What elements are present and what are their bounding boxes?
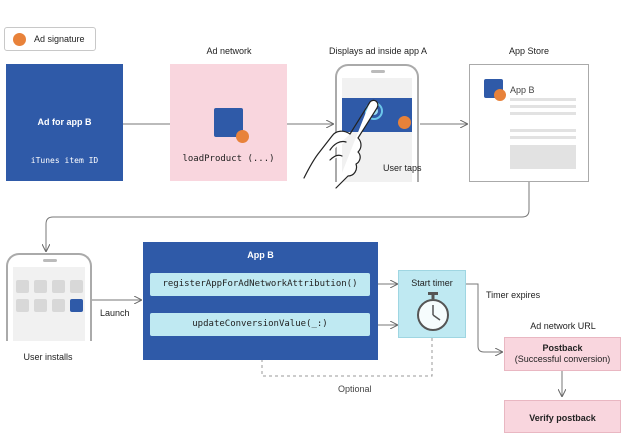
app-store-caption: App Store bbox=[508, 46, 550, 56]
phone-notch bbox=[371, 70, 385, 73]
arrow-timer-expires bbox=[466, 283, 502, 352]
itunes-item-id: iTunes item ID bbox=[30, 156, 99, 165]
app-b-tile[interactable] bbox=[70, 299, 83, 312]
placeholder-block bbox=[510, 145, 576, 169]
ad-for-app-b-box: Ad for app B iTunes item ID bbox=[6, 64, 123, 181]
app-store-page: App B bbox=[469, 64, 589, 182]
postback-subtitle: (Successful conversion) bbox=[514, 354, 611, 364]
load-product-call: loadProduct (...) bbox=[182, 154, 275, 164]
postback-box: Postback (Successful conversion) bbox=[504, 337, 621, 371]
start-timer-box: Start timer bbox=[398, 270, 466, 338]
update-conversion-call: updateConversionValue(_:) bbox=[150, 313, 370, 336]
legend-label: Ad signature bbox=[34, 34, 85, 44]
ad-network-url-caption: Ad network URL bbox=[530, 321, 596, 331]
ad-signature-dot bbox=[236, 130, 249, 143]
user-installs-caption: User installs bbox=[23, 352, 73, 362]
app-b-box: App B registerAppForAdNetworkAttribution… bbox=[143, 242, 378, 360]
stopwatch-icon bbox=[417, 292, 449, 331]
app-tile bbox=[52, 299, 65, 312]
phone-a-caption: Displays ad inside app A bbox=[328, 46, 428, 56]
arrow-optional-loop bbox=[262, 338, 433, 377]
ad-signature-dot bbox=[398, 116, 411, 129]
app-tile bbox=[16, 299, 29, 312]
legend: Ad signature bbox=[4, 27, 96, 51]
verify-postback-box: Verify postback bbox=[504, 400, 621, 433]
app-tile bbox=[16, 280, 29, 293]
phone-notch bbox=[43, 259, 57, 262]
user-taps-label: User taps bbox=[383, 163, 422, 173]
verify-postback-label: Verify postback bbox=[529, 413, 596, 423]
app-tile bbox=[52, 280, 65, 293]
ad-signature-dot bbox=[13, 33, 26, 46]
launch-label: Launch bbox=[100, 308, 130, 318]
timer-expires-label: Timer expires bbox=[486, 290, 541, 300]
postback-title: Postback bbox=[542, 343, 583, 353]
ad-network-box: loadProduct (...) bbox=[170, 64, 287, 181]
ad-network-caption: Ad network bbox=[206, 46, 252, 56]
app-tile bbox=[34, 299, 47, 312]
placeholder-line bbox=[510, 98, 576, 101]
app-store-app-name: App B bbox=[510, 85, 535, 95]
ad-signature-dot bbox=[494, 89, 506, 101]
install-phone-screen bbox=[13, 267, 85, 341]
app-b-title: App B bbox=[247, 250, 274, 260]
placeholder-line bbox=[510, 112, 576, 115]
ad-title: Ad for app B bbox=[37, 117, 92, 127]
register-call: registerAppForAdNetworkAttribution() bbox=[150, 273, 370, 296]
install-phone bbox=[6, 253, 92, 341]
optional-label: Optional bbox=[338, 384, 372, 394]
placeholder-line bbox=[510, 105, 576, 108]
arrow-store-to-install bbox=[46, 182, 530, 251]
app-tile bbox=[70, 280, 83, 293]
start-timer-label: Start timer bbox=[411, 278, 453, 288]
placeholder-line bbox=[510, 129, 576, 132]
hand-icon bbox=[303, 99, 379, 189]
placeholder-line bbox=[510, 136, 576, 139]
app-tile bbox=[34, 280, 47, 293]
